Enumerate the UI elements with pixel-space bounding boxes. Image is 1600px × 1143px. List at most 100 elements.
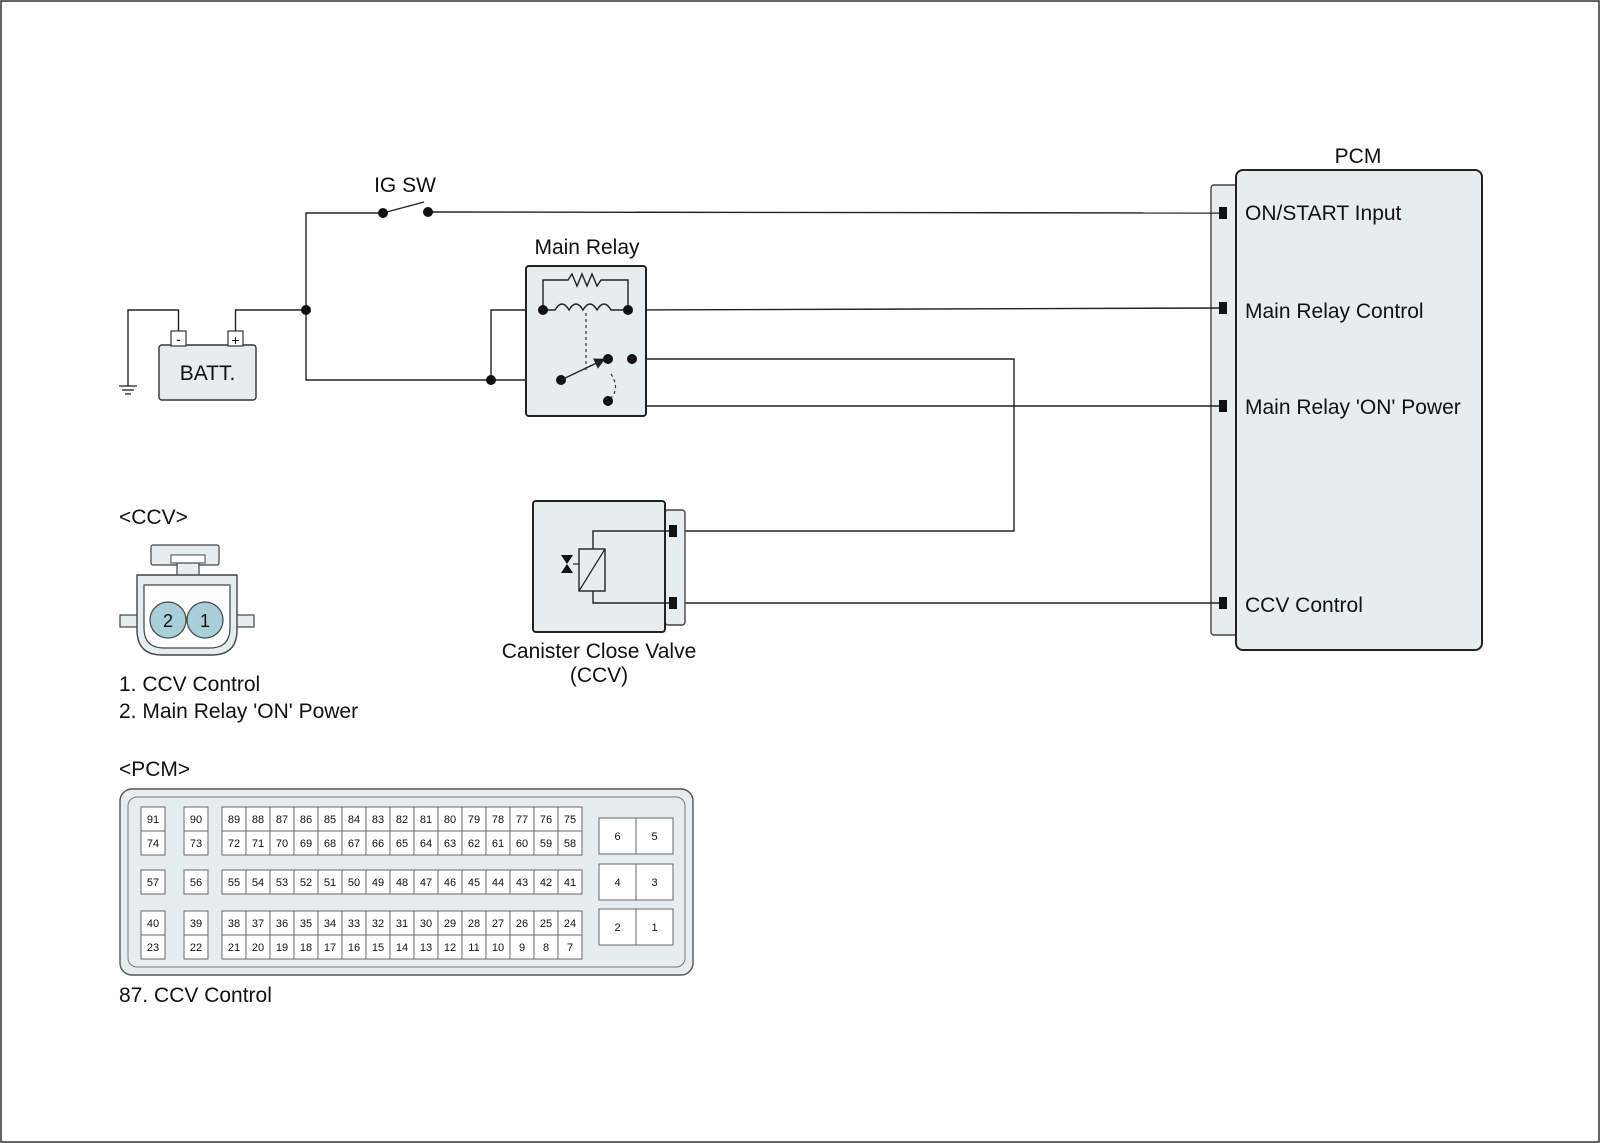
pcm-pin-ccv-control: CCV Control [1245, 594, 1363, 617]
pcm-pin-number: 85 [324, 814, 336, 826]
pcm-pin-number: 30 [420, 918, 432, 930]
pcm-pin-number: 31 [396, 918, 408, 930]
pcm-pin-cell [389, 830, 415, 856]
pcm-power-pin-cell [635, 908, 674, 946]
pcm-pin-number: 60 [516, 838, 528, 850]
pcm-pin-cell [485, 910, 511, 936]
pcm-pin-cell [183, 806, 209, 832]
pcm-pin-number: 74 [147, 838, 159, 850]
pcm-pin-cell [365, 806, 391, 832]
pcm-pin-number: 35 [300, 918, 312, 930]
pcm-pin-relay-on-power: Main Relay 'ON' Power [1245, 396, 1461, 419]
battery-plus-label: + [231, 332, 239, 348]
relay-coil [543, 303, 628, 312]
pcm-pin-number: 70 [276, 838, 288, 850]
pcm-pin-cell [140, 869, 166, 895]
pcm-pin-cell [245, 830, 271, 856]
pcm-pin-cell [413, 830, 439, 856]
pcm-pin-number: 24 [564, 918, 576, 930]
pcm-pin-number: 36 [276, 918, 288, 930]
pcm-pin-cell [533, 830, 559, 856]
pcm-pin-cell [557, 806, 583, 832]
pcm-pin-number: 61 [492, 838, 504, 850]
pcm-pin-number: 79 [468, 814, 480, 826]
pcm-pin-cell [461, 869, 487, 895]
pcm-pin-number: 11 [468, 942, 479, 954]
pcm-pin-number: 75 [564, 814, 576, 826]
pcm-pin-terminal [1219, 400, 1227, 412]
valve-icon [561, 555, 573, 573]
pcm-pin-number: 40 [147, 918, 159, 930]
pcm-pin-cell [317, 830, 343, 856]
pcm-pin-number: 83 [372, 814, 384, 826]
pcm-pin-number: 88 [252, 814, 264, 826]
pcm-pin-cell [485, 934, 511, 960]
main-relay-box [525, 265, 647, 417]
pcm-pin-number: 15 [372, 942, 384, 954]
pcm-pin-number: 37 [252, 918, 264, 930]
pcm-pin-number: 63 [444, 838, 456, 850]
pcm-pin-number: 65 [396, 838, 408, 850]
pcm-pin-number: 77 [516, 814, 528, 826]
pcm-pin-number: 91 [147, 814, 159, 826]
pcm-pin-number: 86 [300, 814, 312, 826]
pcm-pin-terminal [1219, 302, 1227, 314]
pcm-pin-number: 64 [420, 838, 432, 850]
pcm-pin-number: 67 [348, 838, 360, 850]
ignition-switch: IG SW [374, 174, 436, 218]
ig-switch-label: IG SW [374, 174, 436, 197]
wire-battery-to-relay [305, 310, 561, 381]
ccv-name-line1: Canister Close Valve [502, 640, 697, 663]
pcm-pin-number: 53 [276, 877, 288, 889]
relay-resistor [542, 272, 629, 310]
pcm-connector-title: <PCM> [119, 758, 190, 781]
main-relay: Main Relay [525, 236, 647, 417]
pcm-pin-number: 54 [252, 877, 264, 889]
pcm-pin-cell [533, 934, 559, 960]
pcm-pin-number: 13 [420, 942, 432, 954]
pcm-pin-number: 59 [540, 838, 552, 850]
pcm-pin-cell [140, 830, 166, 856]
pcm-pin-cell [557, 934, 583, 960]
pcm-pin-cell [509, 934, 535, 960]
pcm-pin-number: 20 [252, 942, 264, 954]
wire-battery-plus [234, 309, 306, 331]
pcm-pin-cell [140, 934, 166, 960]
ccv-name-line2: (CCV) [570, 664, 628, 687]
pcm-pin-cell [485, 869, 511, 895]
pcm-pin-cell [557, 869, 583, 895]
pcm-pin-number: 68 [324, 838, 336, 850]
pcm-pin-cell [221, 806, 247, 832]
pcm-pin-number: 32 [372, 918, 384, 930]
ccv-connector-detail: <CCV> 2 1 1. CCV Control 2. Main Relay '… [119, 506, 358, 723]
pcm-pin-number: 48 [396, 877, 408, 889]
pcm-pin-cell [269, 830, 295, 856]
pcm-pin-terminal [1219, 207, 1227, 219]
battery-label: BATT. [180, 362, 236, 385]
pcm-pin-cell [461, 806, 487, 832]
pcm-pin-cell [293, 869, 319, 895]
pcm-pin-cell [293, 934, 319, 960]
pcm-pin-number: 56 [190, 877, 202, 889]
pcm-power-pin-number: 5 [651, 831, 657, 843]
pcm-pin-number: 81 [420, 814, 432, 826]
pcm-pin-number: 27 [492, 918, 504, 930]
wire-relay-control [627, 307, 1220, 311]
pcm-pin-terminal [1219, 597, 1227, 609]
pcm-pin-number: 66 [372, 838, 384, 850]
ccv-pin-1 [186, 601, 224, 639]
ccv-component: Canister Close Valve (CCV) [502, 500, 697, 687]
pcm-pin-number: 18 [300, 942, 312, 954]
pcm-pin-number: 51 [324, 877, 336, 889]
pcm-pin-number: 62 [468, 838, 480, 850]
pcm-pin-number: 9 [519, 942, 525, 954]
pcm-pin-number: 50 [348, 877, 360, 889]
pcm-pin-number: 73 [190, 838, 202, 850]
pcm-pin-on-start: ON/START Input [1245, 202, 1402, 225]
pcm-pin-number: 46 [444, 877, 456, 889]
pcm-pin-cell [437, 934, 463, 960]
pcm-power-pin-number: 4 [614, 877, 620, 889]
pcm-pin-cell [413, 934, 439, 960]
pcm-pin-cell [140, 806, 166, 832]
